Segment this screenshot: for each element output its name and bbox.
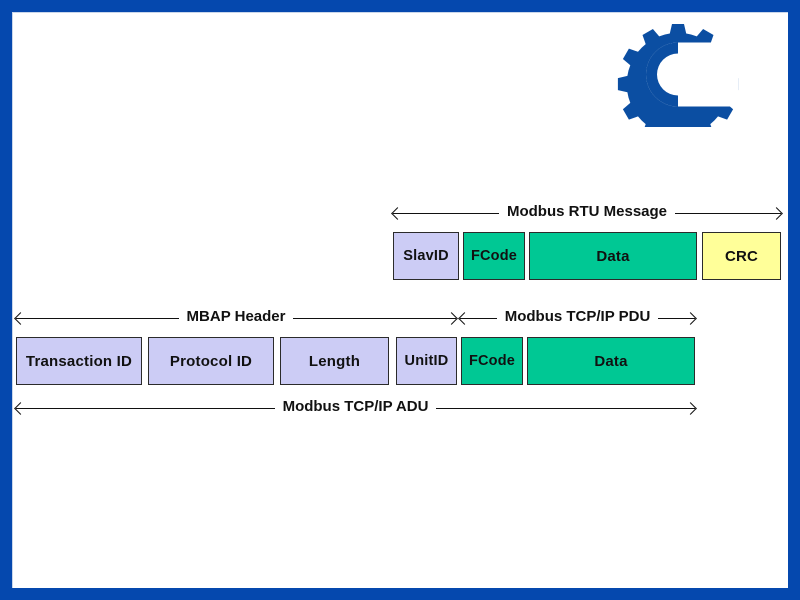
field-box-fcode-tcp: FCode — [461, 337, 523, 385]
field-box-data-tcp: Data — [527, 337, 695, 385]
measure-line-right — [436, 407, 695, 409]
field-label: Transaction ID — [25, 352, 133, 370]
field-label: SlavID — [403, 248, 449, 264]
field-box-transaction-id: Transaction ID — [16, 337, 142, 385]
measure-modbus-rtu-message: Modbus RTU Message — [393, 202, 781, 224]
field-box-data-rtu: Data — [529, 232, 697, 280]
measure-label: Modbus TCP/IP ADU — [282, 398, 429, 415]
gear-icon — [617, 24, 739, 127]
field-box-protocol-id: Protocol ID — [148, 337, 274, 385]
measure-label: MBAP Header — [186, 308, 286, 325]
field-box-length: Length — [280, 337, 389, 385]
measure-line-right — [675, 212, 781, 214]
measure-modbus-tcpip-pdu: Modbus TCP/IP PDU — [460, 307, 695, 329]
company-logo: H&T AUTOMATION — [614, 22, 788, 127]
measure-label: Modbus TCP/IP PDU — [504, 308, 651, 325]
field-label: FCode — [470, 248, 518, 264]
field-box-fcode-rtu: FCode — [463, 232, 525, 280]
measure-label: Modbus RTU Message — [506, 203, 668, 220]
measure-mbap-header: MBAP Header — [16, 307, 457, 329]
diagram-canvas: H&T AUTOMATION Modbus RTU Message SlavID… — [12, 12, 788, 588]
measure-modbus-tcpip-adu: Modbus TCP/IP ADU — [16, 397, 695, 419]
field-label: Data — [596, 247, 630, 265]
field-label: UnitID — [404, 353, 449, 369]
measure-line-right — [293, 317, 457, 319]
field-label: Data — [594, 352, 628, 370]
field-label: CRC — [724, 247, 759, 265]
field-box-slavid: SlavID — [393, 232, 459, 280]
measure-line-left — [393, 212, 499, 214]
field-label: FCode — [468, 353, 516, 369]
measure-line-left — [460, 317, 497, 319]
field-label: Length — [308, 352, 361, 370]
measure-line-left — [16, 317, 179, 319]
field-label: Protocol ID — [169, 352, 253, 370]
measure-line-right — [658, 317, 695, 319]
field-box-crc: CRC — [702, 232, 781, 280]
measure-line-left — [16, 407, 275, 409]
field-box-unitid: UnitID — [396, 337, 457, 385]
